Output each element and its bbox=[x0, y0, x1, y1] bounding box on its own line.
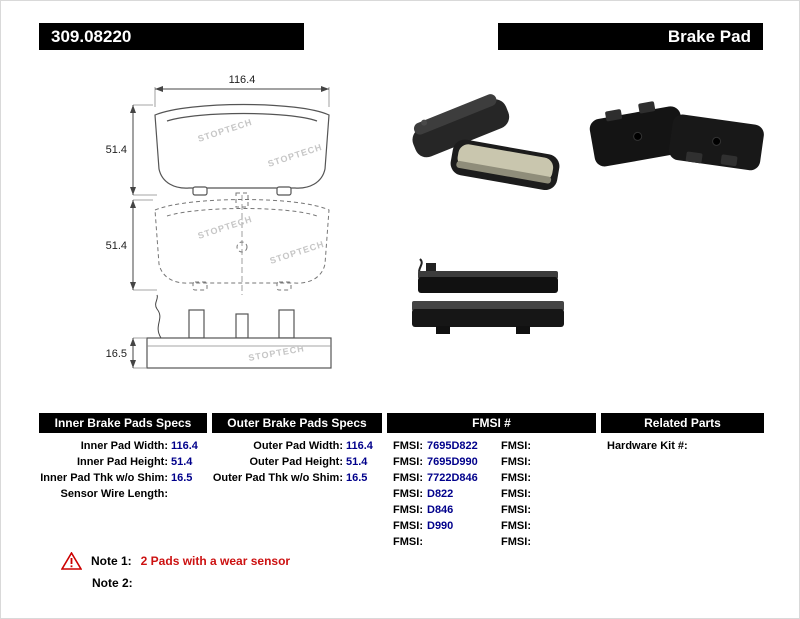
spec-value bbox=[691, 438, 727, 454]
fmsi-label: FMSI: bbox=[393, 472, 423, 484]
spec-value: 16.5 bbox=[171, 472, 193, 484]
spec-row: Inner Pad Thk w/o Shim: 16.5 bbox=[39, 470, 207, 486]
outer-pads-specs-table: Outer Brake Pads Specs Outer Pad Width: … bbox=[212, 413, 382, 486]
product-name: Brake Pad bbox=[667, 27, 751, 46]
fmsi-row: FMSI: 7695D822 FMSI: bbox=[387, 438, 596, 454]
outer-specs-header: Outer Brake Pads Specs bbox=[212, 413, 382, 433]
spec-label: Outer Pad Thk w/o Shim: bbox=[212, 472, 343, 484]
spec-label: Inner Pad Height: bbox=[76, 456, 168, 468]
fmsi-value: 7695D822 bbox=[427, 440, 478, 452]
spec-value bbox=[171, 486, 207, 502]
spec-label: Outer Pad Height: bbox=[249, 456, 343, 468]
spec-value: 116.4 bbox=[346, 440, 373, 452]
fmsi-row: FMSI: D990 FMSI: bbox=[387, 518, 596, 534]
dimension-height-mid: 51.4 bbox=[106, 240, 127, 252]
dimension-height-top: 51.4 bbox=[106, 144, 127, 156]
spec-row: Inner Pad Width: 116.4 bbox=[39, 438, 207, 454]
fmsi-label: FMSI: bbox=[393, 456, 423, 468]
fmsi-row: FMSI: D822 FMSI: bbox=[387, 486, 596, 502]
wear-sensor-wire bbox=[155, 294, 162, 339]
fmsi-value: 7695D990 bbox=[427, 456, 478, 468]
fmsi-label: FMSI: bbox=[393, 504, 423, 516]
spec-label: Outer Pad Width: bbox=[253, 440, 343, 452]
spec-label: Inner Pad Thk w/o Shim: bbox=[40, 472, 168, 484]
spec-row: Outer Pad Thk w/o Shim: 16.5 bbox=[212, 470, 382, 486]
fmsi-label: FMSI: bbox=[501, 472, 531, 484]
pad-edge-view bbox=[146, 337, 332, 369]
fmsi-label: FMSI: bbox=[501, 536, 531, 548]
spec-value: 16.5 bbox=[346, 472, 368, 484]
fmsi-label: FMSI: bbox=[501, 520, 531, 532]
spec-row: Outer Pad Width: 116.4 bbox=[212, 438, 382, 454]
dimension-thickness: 16.5 bbox=[106, 348, 127, 360]
fmsi-label: FMSI: bbox=[501, 456, 531, 468]
spec-label: Sensor Wire Length: bbox=[60, 488, 168, 500]
fmsi-label: FMSI: bbox=[501, 488, 531, 500]
notes-section: Note 1: 2 Pads with a wear sensor Note 2… bbox=[61, 552, 290, 590]
product-photo-pads-backplate bbox=[589, 101, 764, 171]
note1-text: 2 Pads with a wear sensor bbox=[140, 554, 291, 568]
watermark: STOPTECH bbox=[197, 214, 254, 241]
fmsi-label: FMSI: bbox=[393, 488, 423, 500]
pad-edge-tab bbox=[278, 309, 295, 339]
related-parts-header: Related Parts bbox=[601, 413, 764, 433]
spec-row: Sensor Wire Length: bbox=[39, 486, 207, 502]
note-2: Note 2: bbox=[92, 576, 290, 590]
part-number: 309.08220 bbox=[51, 27, 132, 46]
spec-row: Hardware Kit #: bbox=[601, 438, 764, 454]
spec-row: Outer Pad Height: 51.4 bbox=[212, 454, 382, 470]
inner-specs-header: Inner Brake Pads Specs bbox=[39, 413, 207, 433]
fmsi-label: FMSI: bbox=[393, 440, 423, 452]
warning-icon bbox=[61, 552, 82, 570]
fmsi-row: FMSI: D846 FMSI: bbox=[387, 502, 596, 518]
note-1: Note 1: 2 Pads with a wear sensor bbox=[61, 552, 290, 570]
watermark: STOPTECH bbox=[269, 239, 326, 266]
note1-label: Note 1: bbox=[91, 554, 132, 568]
spec-value: 51.4 bbox=[346, 456, 368, 468]
fmsi-value: 7722D846 bbox=[427, 472, 478, 484]
fmsi-header: FMSI # bbox=[387, 413, 596, 433]
spec-value: 116.4 bbox=[171, 440, 198, 452]
related-parts-table: Related Parts Hardware Kit #: bbox=[601, 413, 764, 454]
fmsi-label: FMSI: bbox=[501, 440, 531, 452]
product-photo-pads-edge bbox=[412, 258, 564, 334]
part-number-bar: 309.08220 bbox=[39, 23, 304, 50]
note2-label: Note 2: bbox=[92, 576, 133, 590]
fmsi-label: FMSI: bbox=[501, 504, 531, 516]
fmsi-label: FMSI: bbox=[393, 520, 423, 532]
spec-label: Hardware Kit #: bbox=[607, 440, 688, 452]
spec-value: 51.4 bbox=[171, 456, 193, 468]
fmsi-value: D990 bbox=[427, 520, 454, 532]
dimension-width: 116.4 bbox=[229, 74, 256, 86]
fmsi-row: FMSI: 7722D846 FMSI: bbox=[387, 470, 596, 486]
spec-row: Inner Pad Height: 51.4 bbox=[39, 454, 207, 470]
brake-pad-technical-drawing: 116.4 STOPTECH STOPTECH 51.4 STOPTECH ST… bbox=[106, 74, 332, 369]
fmsi-row: FMSI: 7695D990 FMSI: bbox=[387, 454, 596, 470]
fmsi-value: D822 bbox=[427, 488, 454, 500]
product-photo-pads-angled bbox=[412, 94, 560, 191]
pad-edge-tab bbox=[188, 309, 205, 339]
spec-label: Inner Pad Width: bbox=[80, 440, 168, 452]
fmsi-table: FMSI # FMSI: 7695D822 FMSI: FMSI: 7695D990… bbox=[387, 413, 596, 550]
fmsi-row: FMSI: FMSI: bbox=[387, 534, 596, 550]
product-name-bar: Brake Pad bbox=[498, 23, 763, 50]
inner-pads-specs-table: Inner Brake Pads Specs Inner Pad Width: … bbox=[39, 413, 207, 502]
fmsi-label: FMSI: bbox=[393, 536, 423, 548]
fmsi-value: D846 bbox=[427, 504, 454, 516]
